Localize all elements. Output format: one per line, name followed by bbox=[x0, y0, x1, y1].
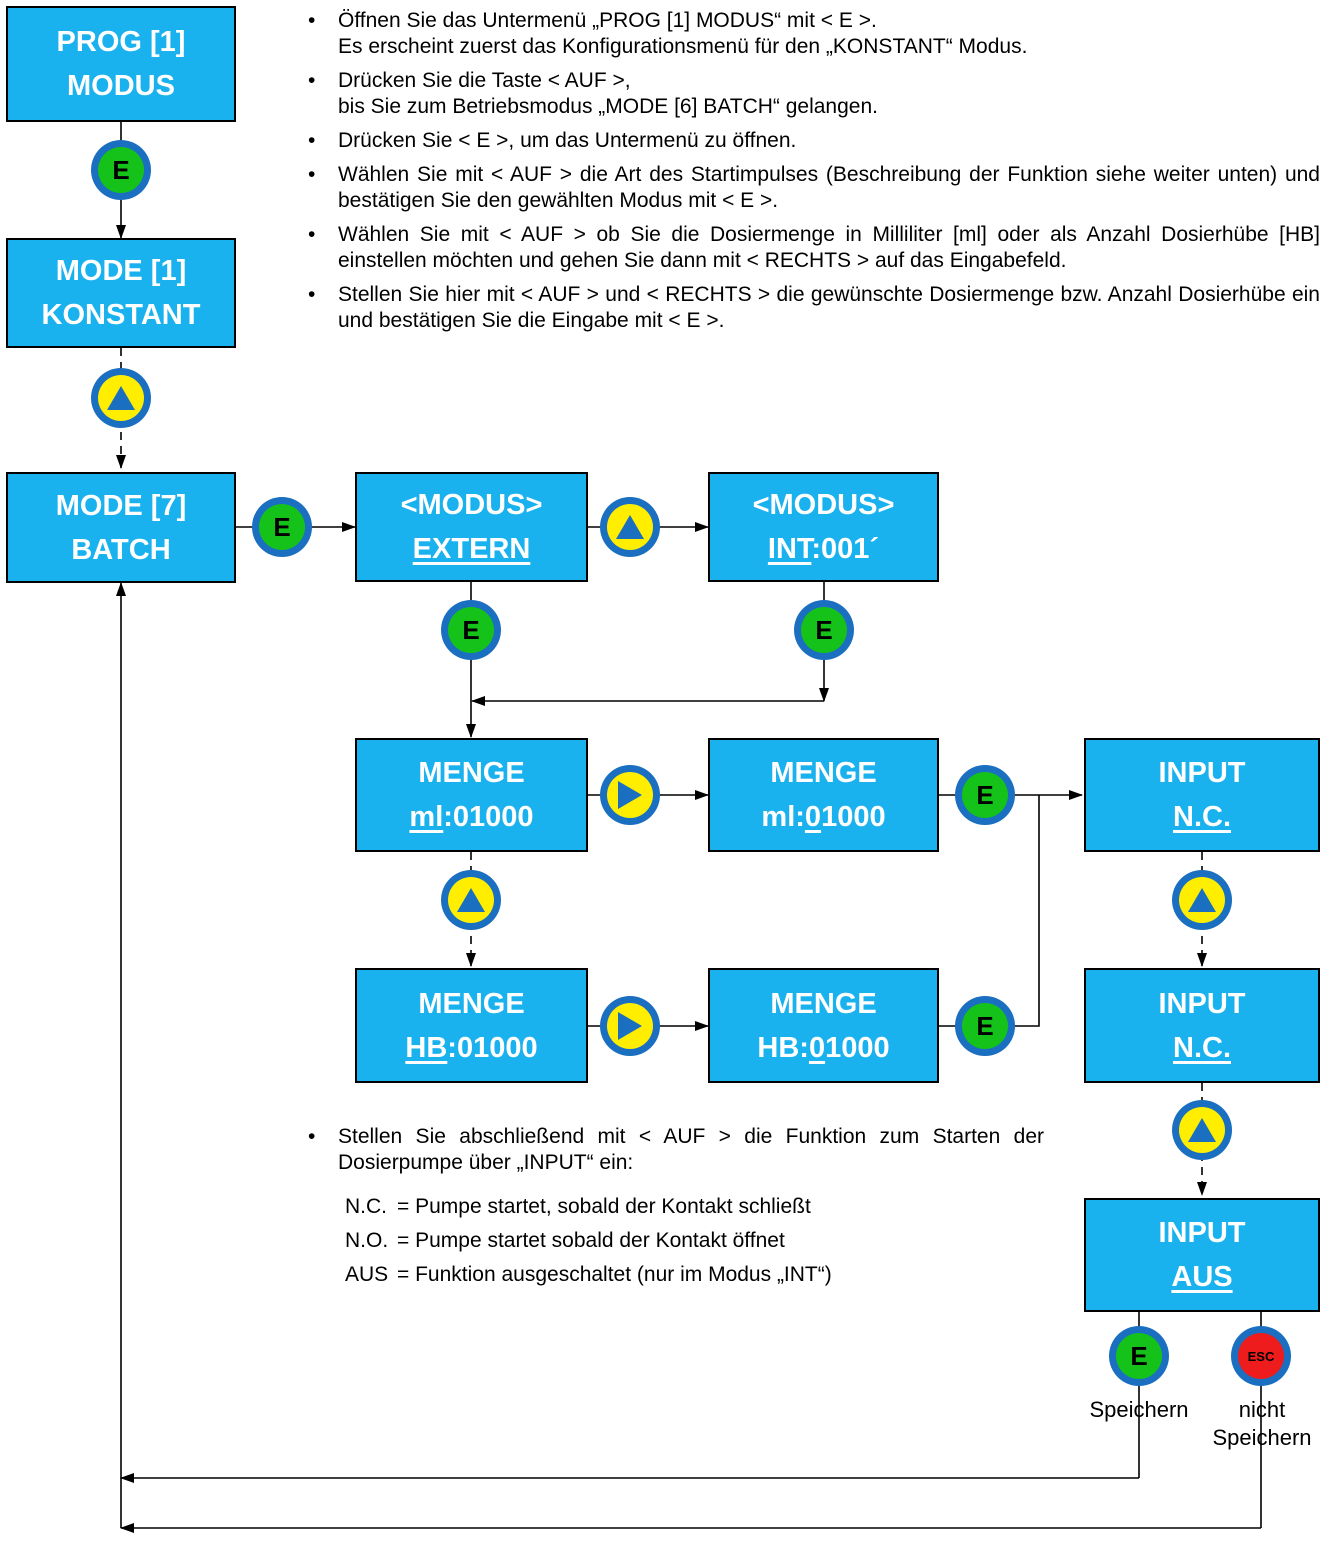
box-line2-a: HB: bbox=[757, 1031, 809, 1064]
e-save-button: E bbox=[1109, 1326, 1169, 1386]
mode-konstant-box: MODE [1] KONSTANT bbox=[6, 238, 236, 348]
mode-batch-box: MODE [7] BATCH bbox=[6, 472, 236, 583]
box-line2: BATCH bbox=[71, 533, 171, 566]
e-button: E bbox=[441, 600, 501, 660]
legend-text: = Funktion ausgeschaltet (nur im Modus „… bbox=[397, 1263, 832, 1286]
box-line1: <MODUS> bbox=[752, 489, 895, 521]
right-arrow-icon bbox=[618, 781, 642, 809]
box-line2-rest: :001´ bbox=[811, 533, 880, 565]
modus-extern-box: <MODUS> EXTERN bbox=[355, 472, 588, 582]
box-line2-underlined: INT bbox=[767, 533, 812, 565]
box-line1: MODE [1] bbox=[55, 255, 187, 287]
e-label: E bbox=[259, 504, 305, 550]
box-line2-cursor: 0 bbox=[808, 1031, 826, 1064]
up-arrow-button bbox=[600, 497, 660, 557]
modus-int-box: <MODUS> INT:001´ bbox=[708, 472, 939, 582]
input-nc-box-1: INPUT N.C. bbox=[1084, 738, 1320, 852]
up-arrow-icon bbox=[616, 515, 644, 539]
box-line1: MENGE bbox=[770, 987, 877, 1020]
box-line2-a: ml: bbox=[761, 801, 805, 833]
instruction-item: Wählen Sie mit < AUF > ob Sie die Dosier… bbox=[300, 222, 1320, 274]
box-line2-underlined: ml bbox=[409, 801, 444, 833]
menge-hb-edit-box: MENGE HB:01000 bbox=[708, 968, 939, 1083]
instruction-item: Stellen Sie abschließend mit < AUF > die… bbox=[300, 1124, 1044, 1176]
e-button: E bbox=[252, 497, 312, 557]
box-line1: MENGE bbox=[418, 987, 525, 1020]
box-line2-c: 1000 bbox=[821, 801, 886, 833]
right-arrow-button bbox=[600, 765, 660, 825]
box-line2: N.C. bbox=[1173, 801, 1231, 833]
box-line2-cursor: 0 bbox=[804, 801, 822, 833]
no-save-line2: Speichern bbox=[1212, 1425, 1312, 1450]
box-line2: MODUS bbox=[67, 70, 175, 102]
e-button: E bbox=[91, 140, 151, 200]
prog-modus-box: PROG [1] MODUS bbox=[6, 6, 236, 122]
no-save-caption: nicht Speichern bbox=[1200, 1396, 1324, 1452]
input-legend: N.C. = Pumpe startet, sobald der Kontakt … bbox=[345, 1194, 832, 1296]
instruction-item: Drücken Sie die Taste < AUF >, bis Sie z… bbox=[300, 68, 1320, 120]
up-arrow-icon bbox=[107, 386, 135, 410]
instruction-list: Öffnen Sie das Untermenü „PROG [1] MODUS… bbox=[300, 8, 1320, 342]
esc-label: ESC bbox=[1238, 1333, 1284, 1379]
e-button: E bbox=[794, 600, 854, 660]
legend-row: N.C. = Pumpe startet, sobald der Kontakt … bbox=[345, 1194, 832, 1228]
box-line2-underlined: HB bbox=[405, 1031, 448, 1064]
right-arrow-icon bbox=[618, 1012, 642, 1040]
box-line1: INPUT bbox=[1158, 987, 1246, 1020]
e-label: E bbox=[448, 607, 494, 653]
e-label: E bbox=[98, 147, 144, 193]
up-arrow-button bbox=[91, 368, 151, 428]
up-arrow-icon bbox=[1188, 1118, 1216, 1142]
e-button: E bbox=[955, 765, 1015, 825]
up-arrow-button bbox=[1172, 1100, 1232, 1160]
input-instruction: Stellen Sie abschließend mit < AUF > die… bbox=[300, 1124, 1044, 1184]
box-line2-c: 1000 bbox=[825, 1031, 890, 1064]
up-arrow-icon bbox=[457, 888, 485, 912]
up-arrow-icon bbox=[1188, 888, 1216, 912]
right-arrow-button bbox=[600, 996, 660, 1056]
legend-row: AUS = Funktion ausgeschaltet (nur im Modu… bbox=[345, 1262, 832, 1296]
legend-text: = Pumpe startet, sobald der Kontakt schl… bbox=[397, 1195, 811, 1218]
box-line1: INPUT bbox=[1158, 757, 1246, 789]
instruction-item: Stellen Sie hier mit < AUF > und < RECHT… bbox=[300, 282, 1320, 334]
box-line2: N.C. bbox=[1173, 1031, 1231, 1064]
e-label: E bbox=[962, 772, 1008, 818]
instruction-item: Wählen Sie mit < AUF > die Art des Start… bbox=[300, 162, 1320, 214]
instruction-item: Öffnen Sie das Untermenü „PROG [1] MODUS… bbox=[300, 8, 1320, 60]
menge-ml-edit-box: MENGE ml:01000 bbox=[708, 738, 939, 852]
up-arrow-button bbox=[441, 870, 501, 930]
legend-text: = Pumpe startet sobald der Kontakt öffne… bbox=[397, 1229, 785, 1252]
legend-key: N.O. bbox=[345, 1229, 389, 1252]
box-line2-rest: :01000 bbox=[447, 1031, 538, 1064]
input-nc-box-2: INPUT N.C. bbox=[1084, 968, 1320, 1083]
box-line2: KONSTANT bbox=[41, 299, 201, 331]
up-arrow-button bbox=[1172, 870, 1232, 930]
e-label: E bbox=[1116, 1333, 1162, 1379]
menge-ml-box: MENGE ml:01000 bbox=[355, 738, 588, 852]
no-save-line1: nicht bbox=[1238, 1397, 1286, 1422]
box-line2: AUS bbox=[1171, 1261, 1233, 1293]
menge-hb-box: MENGE HB:01000 bbox=[355, 968, 588, 1083]
esc-button: ESC bbox=[1231, 1326, 1291, 1386]
e-button: E bbox=[955, 996, 1015, 1056]
e-label: E bbox=[962, 1003, 1008, 1049]
save-caption: Speichern bbox=[1089, 1397, 1189, 1422]
box-line1: MENGE bbox=[418, 757, 525, 789]
box-line2: EXTERN bbox=[412, 533, 531, 565]
box-line1: <MODUS> bbox=[400, 489, 543, 521]
box-line1: PROG [1] bbox=[56, 26, 186, 58]
box-line1: INPUT bbox=[1158, 1217, 1246, 1249]
box-line1: MODE [7] bbox=[55, 489, 187, 522]
legend-key: AUS bbox=[345, 1263, 389, 1286]
legend-row: N.O. = Pumpe startet sobald der Kontakt ö… bbox=[345, 1228, 832, 1262]
e-label: E bbox=[801, 607, 847, 653]
input-aus-box: INPUT AUS bbox=[1084, 1198, 1320, 1312]
legend-key: N.C. bbox=[345, 1195, 387, 1218]
box-line2-rest: :01000 bbox=[443, 801, 534, 833]
box-line1: MENGE bbox=[770, 757, 877, 789]
instruction-item: Drücken Sie < E >, um das Untermenü zu ö… bbox=[300, 128, 1320, 154]
